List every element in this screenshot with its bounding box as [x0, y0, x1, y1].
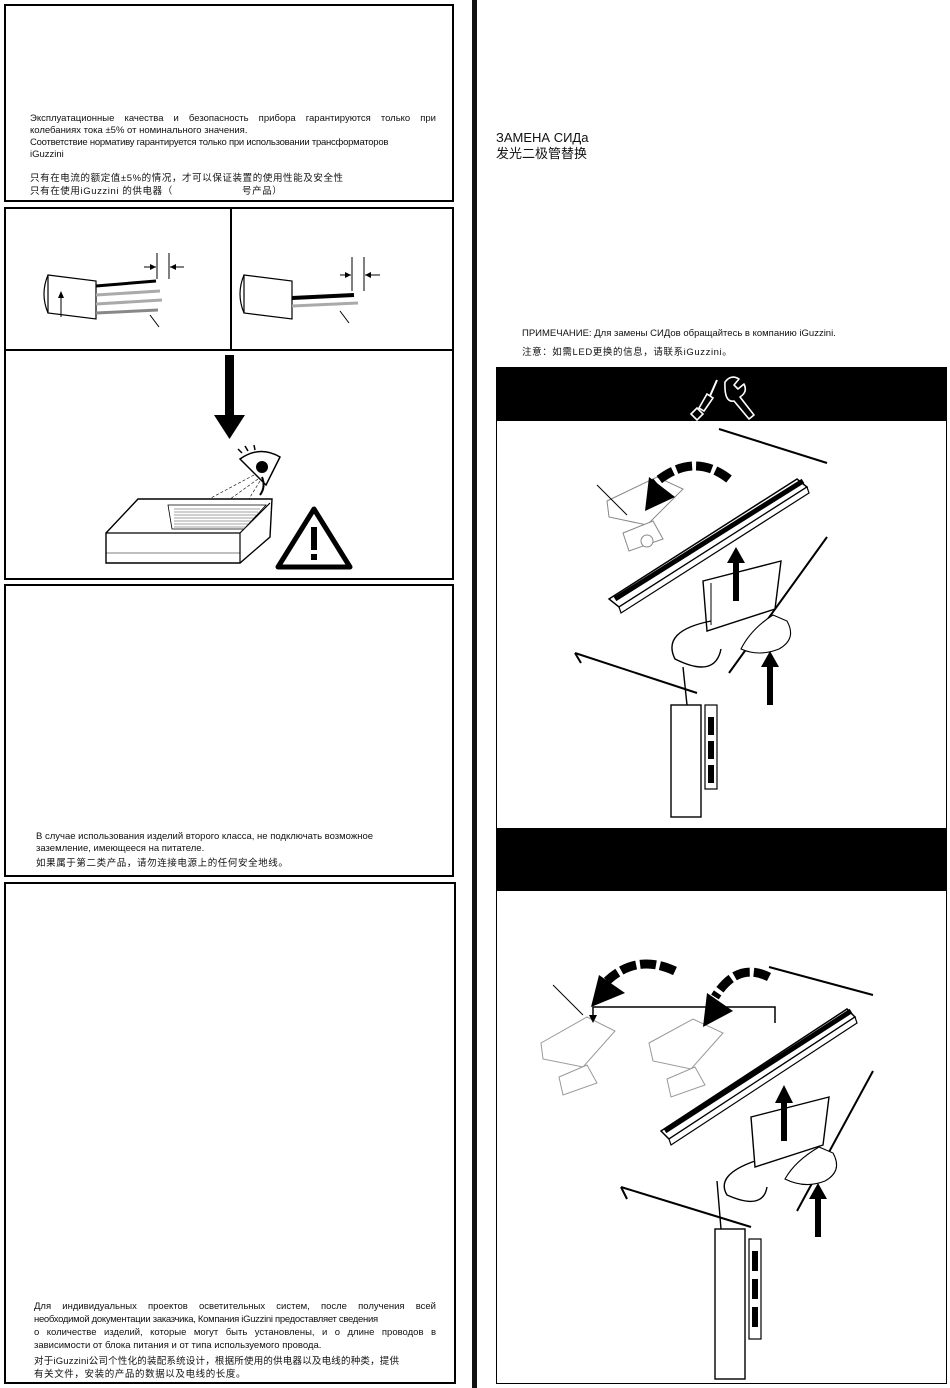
zh-text-line-2a: 只有在使用iGuzzini 的供电器（ [30, 186, 173, 197]
section-title-ru: ЗАМЕНА СИДа [496, 130, 589, 145]
column-divider [472, 0, 477, 1388]
class-two-box: В случае использования изделий второго к… [4, 584, 454, 877]
power-tolerance-box: Эксплуатационные качества и безопасность… [4, 4, 454, 202]
ru-text-line-1: В случае использования изделий второго к… [36, 831, 374, 842]
cable-strip-right [239, 257, 380, 324]
eye-icon [237, 444, 281, 496]
wiring-illustration [6, 209, 452, 570]
screwdriver-wrench-icon [689, 376, 755, 422]
led-replacement-illustration-1 [574, 428, 828, 818]
cable-strip-left [43, 253, 184, 328]
zh-text-line-2b: 号产品） [242, 186, 283, 197]
note-zh: 注意：如需LED更换的信息，请联系iGuzzini。 [522, 347, 733, 358]
wiring-diagram-box [4, 207, 454, 580]
zh-text-line-2: 有关文件，安装的产品的数据以及电线的长度。 [34, 1369, 247, 1380]
power-supply-label [105, 498, 273, 564]
ru-text-line-4: зависимости от блока питания и от типа и… [34, 1340, 322, 1351]
section-title-zh: 发光二极管替换 [496, 146, 588, 161]
ru-text-line-1: Для индивидуальных проектов осветительны… [34, 1301, 436, 1312]
ru-text-line-1: Эксплуатационные качества и безопасность… [30, 113, 436, 124]
custom-projects-box: Для индивидуальных проектов осветительны… [4, 882, 456, 1384]
ru-text-line-3: о количестве изделий, которые могут быть… [34, 1327, 436, 1338]
step-header-bar-2 [496, 829, 947, 893]
ru-text-line-3: Соответствие нормативу гарантируется тол… [30, 137, 389, 148]
zh-text-line-1: 如果属于第二类产品，请勿连接电源上的任何安全地线。 [36, 858, 289, 869]
zh-text-line-1: 对于iGuzzini公司个性化的装配系统设计，根据所使用的供电器以及电线的种类，… [34, 1356, 400, 1367]
led-replacement-illustration-2 [540, 959, 874, 1380]
step-illustration-1 [496, 421, 947, 829]
ru-text-line-4: iGuzzini [30, 149, 64, 160]
note-ru: ПРИМЕЧАНИЕ: Для замены СИДов обращайтесь… [522, 328, 836, 339]
ru-text-line-2: заземление, имеющееся на питателе. [36, 843, 205, 854]
warning-triangle-icon [275, 506, 353, 570]
down-arrow-icon [214, 355, 245, 439]
ru-text-line-2: колебаниях тока ±5% от номинального знач… [30, 125, 248, 136]
ru-text-line-2: необходимой документации заказчика, Комп… [34, 1314, 378, 1325]
tools-panel [677, 368, 765, 422]
zh-text-line-1: 只有在电流的额定值±5%的情况，才可以保证装置的使用性能及安全性 [30, 173, 344, 184]
step-illustration-2 [496, 891, 947, 1384]
